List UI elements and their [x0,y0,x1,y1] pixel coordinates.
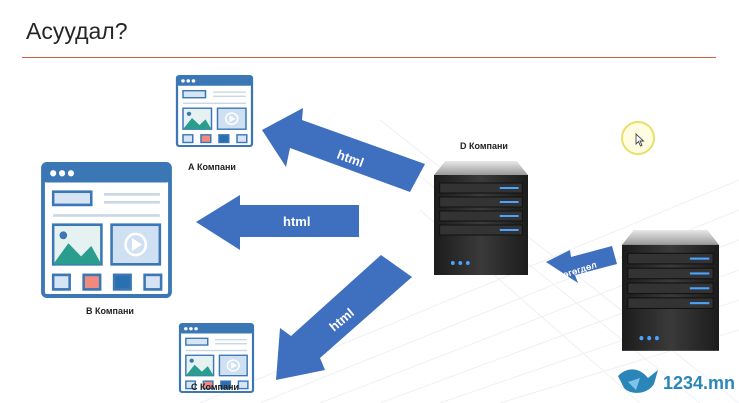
arrow-to-company-b-label: html [283,214,310,229]
mouse-cursor-icon [635,133,645,147]
page-title: Асуудал? [26,18,128,44]
company-a-browser-icon [175,74,254,148]
company-c-label: C Компани [191,382,239,392]
arrow-data [546,246,617,283]
data-server-icon [621,229,720,352]
title-divider [22,57,716,58]
background-grid [199,119,739,403]
company-d-label: D Компани [460,141,508,151]
arrow-to-company-c [276,255,412,380]
company-a-label: А Компани [188,162,236,172]
watermark-text: 1234.mn [663,373,736,393]
arrow-to-company-a [262,108,425,192]
company-d-server-icon [433,160,529,276]
cursor-highlight [621,121,655,155]
company-b-browser-icon [41,162,172,298]
arrow-to-company-b [196,195,359,250]
bird-icon [618,369,658,393]
company-b-label: B Компани [86,306,134,316]
